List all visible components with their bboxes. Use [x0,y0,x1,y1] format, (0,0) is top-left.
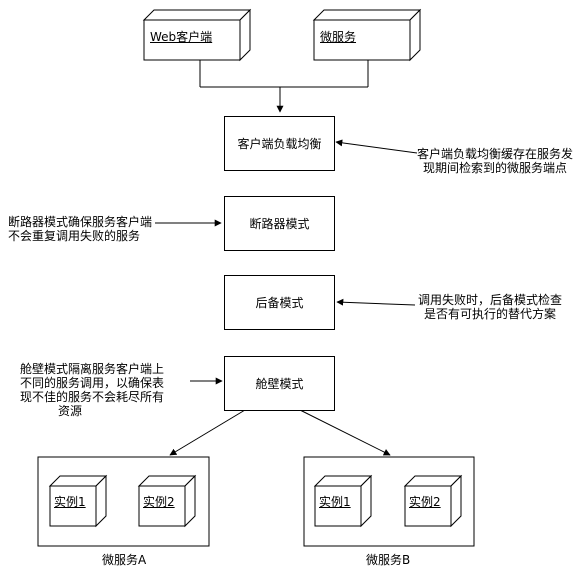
instance-b2-cube [403,474,463,528]
service-b-caption: 微服务B [366,553,411,567]
instance-b1-label: 实例1 [319,495,351,509]
top-connector [199,60,369,113]
fallback-note: 调用失败时，后备模式检查 是否有可执行的替代方案 [418,293,562,321]
instance-b1-node: 实例1 [315,486,361,526]
lb-note-line-2: 现期间检索到的微服务端点 [423,161,568,175]
bulkhead-note-line-2: 不同的服务调用，以确保表 [20,376,165,390]
bulkhead-label: 舱壁模式 [255,377,304,391]
instance-b2-label: 实例2 [409,495,441,509]
web-client-node: Web客户端 [144,20,240,60]
web-client-cube [142,8,252,62]
fallback-note-line-2: 是否有可执行的替代方案 [424,307,557,321]
instance-a1-cube [48,474,108,528]
bulkhead-box: 舱壁模式 [224,356,335,411]
circuit-note: 断路器模式确保服务客户端 不会重复调用失败的服务 [8,215,152,243]
service-a-caption: 微服务A [102,553,147,567]
instance-a2-cube [137,474,197,528]
note-arrows [155,139,418,385]
lb-note-line-1: 客户端负载均衡缓存在服务发 [417,147,574,161]
instance-b1-cube [313,474,373,528]
instance-a1-node: 实例1 [50,486,96,526]
microservice-top-cube [312,8,422,62]
instance-a2-label: 实例2 [143,495,175,509]
bulkhead-note-line-4: 资源 [58,404,83,418]
web-client-label: Web客户端 [150,30,213,44]
circuit-note-line-2: 不会重复调用失败的服务 [8,229,141,243]
circuit-breaker-label: 断路器模式 [249,217,310,231]
microservice-top-node: 微服务 [314,20,410,60]
circuit-note-line-1: 断路器模式确保服务客户端 [8,215,153,229]
load-balancer-box: 客户端负载均衡 [224,116,335,171]
instance-a1-label: 实例1 [54,495,86,509]
fallback-box: 后备模式 [224,275,335,330]
fallback-note-line-1: 调用失败时，后备模式检查 [418,293,563,307]
instance-a2-node: 实例2 [139,486,185,526]
lb-note: 客户端负载均衡缓存在服务发 现期间检索到的微服务端点 [417,147,573,175]
microservice-top-label: 微服务 [320,30,357,44]
load-balancer-label: 客户端负载均衡 [237,137,322,151]
circuit-breaker-box: 断路器模式 [224,196,335,251]
bulkhead-note-line-1: 舱壁模式隔离服务客户端上 [20,362,165,376]
bulkhead-note: 舱壁模式隔离服务客户端上 不同的服务调用，以确保表 现不佳的服务不会耗尽所有 资… [20,362,164,418]
instance-b2-node: 实例2 [405,486,451,526]
fallback-label: 后备模式 [255,296,304,310]
bulkhead-note-line-3: 现不佳的服务不会耗尽所有 [20,390,165,404]
service-arrows [169,409,391,456]
